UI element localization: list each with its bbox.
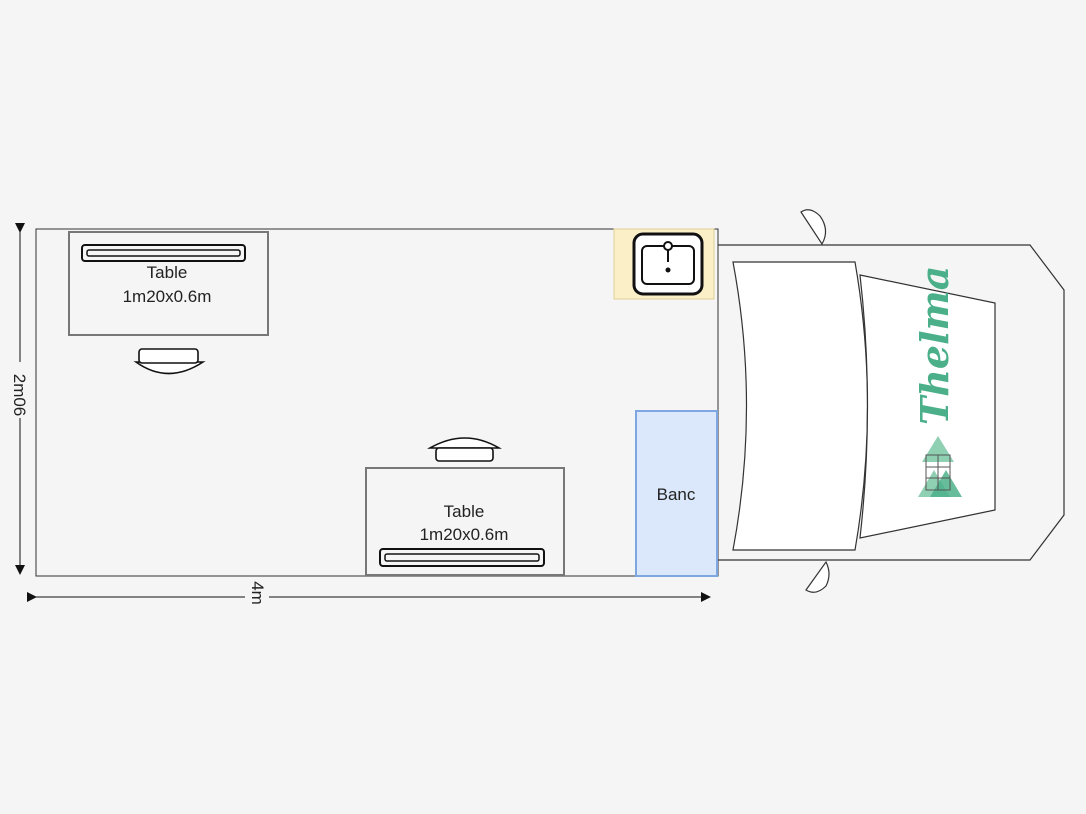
brand-name: Thelma	[912, 266, 957, 425]
length-label: 4m	[248, 581, 267, 605]
chair-1	[133, 348, 206, 375]
bench: Banc	[635, 410, 718, 577]
brand-logo: Thelma	[912, 266, 962, 497]
table-2: Table 1m20x0.6m	[365, 467, 565, 576]
table-2-name: Table	[444, 502, 485, 521]
length-dimension: 4m	[27, 580, 711, 608]
height-label: 2m06	[10, 374, 29, 417]
sink-icon	[613, 228, 715, 300]
table-1: Table 1m20x0.6m	[68, 231, 269, 336]
table-1-size: 1m20x0.6m	[123, 287, 212, 306]
bench-label: Banc	[657, 485, 696, 504]
table-2-size: 1m20x0.6m	[420, 525, 509, 544]
chair-2	[426, 437, 502, 462]
vehicle-cab	[718, 209, 1065, 593]
table-1-name: Table	[147, 263, 188, 282]
height-dimension: 2m06	[10, 223, 29, 575]
